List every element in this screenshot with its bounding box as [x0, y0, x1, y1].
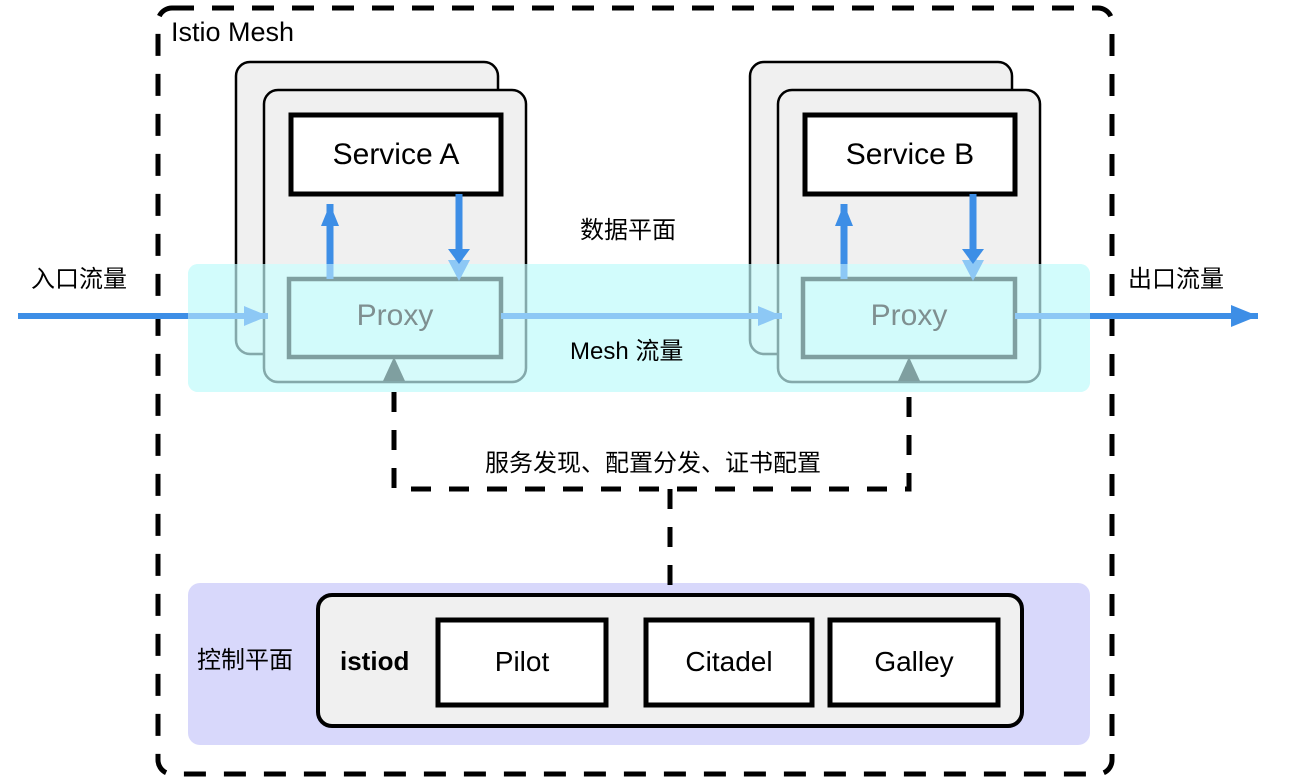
- xds-dashed-bracket: [391, 392, 912, 492]
- service-b-to-proxy-b-arrowhead: [962, 260, 984, 281]
- galley-box[interactable]: [827, 617, 1001, 708]
- citadel-box[interactable]: [643, 617, 815, 708]
- service-a-label: Service A: [332, 138, 460, 171]
- service-a-to-proxy-a-arrowhead: [448, 260, 470, 281]
- proxy-a-label: Proxy: [356, 299, 434, 332]
- data-plane-label: 数据平面: [580, 217, 676, 244]
- pilot-label: Pilot: [494, 646, 550, 677]
- egress-traffic-label: 出口流量: [1128, 266, 1224, 293]
- service-a-box[interactable]: [288, 112, 504, 197]
- citadel-label: Citadel: [685, 646, 773, 677]
- istiod-label: istiod: [340, 646, 410, 676]
- xds-arrowhead-proxy-b: [898, 357, 920, 381]
- pod-b-card-outlines-in-band: [748, 264, 1042, 384]
- xds-arrowhead-proxy-a: [383, 357, 405, 381]
- service-b-box[interactable]: [802, 112, 1018, 197]
- proxy-b-label: Proxy: [870, 299, 948, 332]
- mesh-boundary: [155, 5, 1115, 777]
- ingress-traffic-label: 入口流量: [31, 266, 127, 293]
- control-plane-label: 控制平面: [197, 647, 293, 674]
- service-b-label: Service B: [845, 138, 975, 171]
- mesh-title: Istio Mesh: [171, 17, 295, 47]
- service-a-to-proxy-a-arrowhead-dark: [448, 249, 470, 264]
- xds-annotation-label: 服务发现、配置分发、证书配置: [485, 450, 821, 477]
- pod-a-card-outlines-in-band: [234, 264, 528, 384]
- mesh-traffic-label: Mesh 流量: [570, 338, 684, 365]
- galley-label: Galley: [874, 646, 954, 677]
- pilot-box[interactable]: [435, 617, 609, 708]
- service-b-to-proxy-b-arrowhead-dark: [962, 249, 984, 264]
